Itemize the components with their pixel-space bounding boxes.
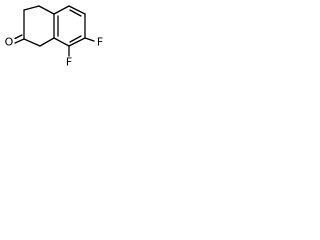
bond-c5-c6 [23, 38, 41, 47]
fluorine-atom-label-lower: F [66, 56, 72, 69]
bond-aromatic-inner-1 [69, 9, 82, 17]
bond-aromatic-inner-2 [69, 35, 82, 43]
bond-carbonyl-2 [14, 34, 23, 40]
bond-carbonyl-1 [14, 38, 25, 44]
bond-c4-c5 [39, 37, 55, 47]
oxygen-atom-label: O [5, 36, 14, 49]
bond-a1-a2 [53, 5, 70, 15]
bond-c1-c2 [23, 5, 40, 11]
fluorine-atom-label-upper: F [97, 36, 103, 49]
bond-a2-a3 [68, 5, 86, 15]
bond-c2-c3 [38, 5, 55, 15]
bond-cf-upper [84, 37, 95, 42]
bond-a4-a5 [68, 37, 86, 47]
molecule-structure: O F F [5, 5, 103, 69]
bond-a5-a6 [53, 37, 70, 47]
